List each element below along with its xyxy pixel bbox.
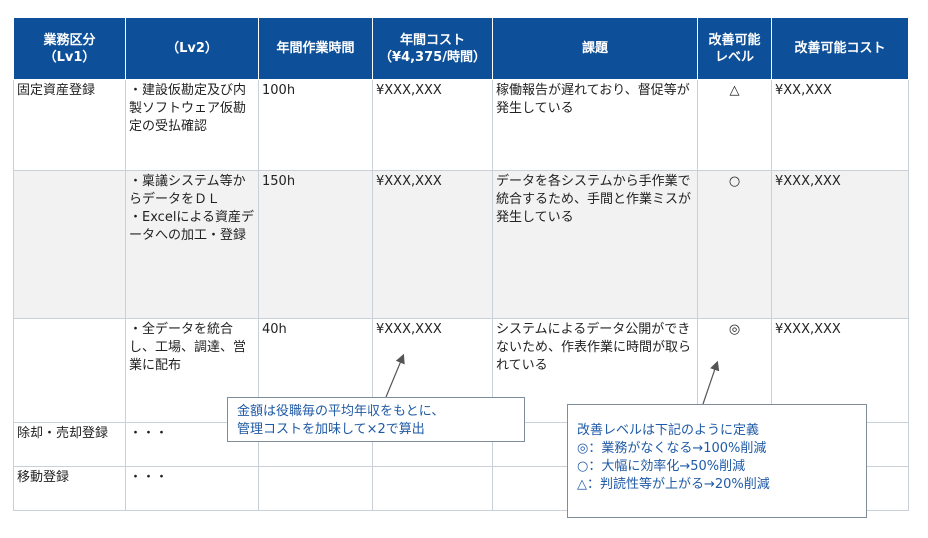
cell-lv2: ・・・ (125, 466, 259, 511)
header-cost: 年間コスト（¥4,375/時間） (372, 17, 493, 80)
level-note-line: ◎：業務がなくなる→100%削減 (577, 441, 767, 456)
header-lv1: 業務区分（Lv1） (13, 17, 126, 80)
cell-level: ○ (697, 170, 772, 319)
cell-improve-cost: ¥XXX,XXX (771, 170, 909, 319)
cell-lv2: ・稟議システム等からデータをＤＬ ・Excelによる資産データへの加工・登録 (125, 170, 259, 319)
header-level-line1: 改善可能 (708, 32, 761, 48)
header-row: 業務区分（Lv1） （Lv2） 年間作業時間 年間コスト（¥4,375/時間） … (13, 17, 909, 80)
cell-lv1: 移動登録 (13, 466, 126, 511)
cell-cost (372, 466, 493, 511)
cost-note-callout: 金額は役職毎の平均年収をもとに、 管理コストを加味して×2で算出 (227, 397, 525, 442)
header-cost-line2: （¥4,375/時間） (379, 49, 486, 65)
cell-hours (258, 466, 373, 511)
cell-lv1 (13, 170, 126, 319)
cell-issue: 稼働報告が遅れており、督促等が発生している (492, 79, 698, 171)
header-improve-cost: 改善可能コスト (771, 17, 909, 80)
cost-note-arrow (385, 353, 405, 398)
level-note-arrow (702, 360, 720, 405)
business-cost-table: 業務区分（Lv1） （Lv2） 年間作業時間 年間コスト（¥4,375/時間） … (13, 17, 909, 511)
cell-cost: ¥XXX,XXX (372, 170, 493, 319)
cell-lv2-text: ・稟議システム等からデータをＤＬ ・Excelによる資産データへの加工・登録 (129, 174, 255, 243)
cell-lv1 (13, 318, 126, 423)
cell-level: △ (697, 79, 772, 171)
level-note-line: ○：大幅に効率化→50%削減 (577, 459, 746, 474)
level-note-line: 改善レベルは下記のように定義 (577, 423, 760, 438)
table-row: 固定資産登録 ・建設仮勘定及び内製ソフトウェア仮勘定の受払確認 100h ¥XX… (13, 79, 909, 171)
cell-cost: ¥XXX,XXX (372, 79, 493, 171)
cell-issue: データを各システムから手作業で統合するため、手間と作業ミスが発生している (492, 170, 698, 319)
header-lv2: （Lv2） (125, 17, 259, 80)
cost-note-line: 管理コストを加味して×2で算出 (237, 422, 425, 437)
cell-issue: システムによるデータ公開ができないため、作表作業に時間が取られている (492, 318, 698, 423)
cell-lv1: 固定資産登録 (13, 79, 126, 171)
header-hours: 年間作業時間 (258, 17, 373, 80)
header-issue: 課題 (492, 17, 698, 80)
header-cost-line1: 年間コスト (399, 32, 465, 48)
cost-note-line: 金額は役職毎の平均年収をもとに、 (237, 404, 445, 419)
header-level-line2: レベル (714, 49, 754, 65)
table-row: ・稟議システム等からデータをＤＬ ・Excelによる資産データへの加工・登録 1… (13, 170, 909, 319)
header-level: 改善可能レベル (697, 17, 772, 80)
level-note-callout: 改善レベルは下記のように定義 ◎：業務がなくなる→100%削減 ○：大幅に効率化… (567, 404, 867, 518)
header-lv1-line1: 業務区分 (43, 32, 96, 48)
header-lv1-line2: （Lv1） (43, 49, 96, 65)
level-note-line: △：判読性等が上がる→20%削減 (577, 477, 770, 492)
